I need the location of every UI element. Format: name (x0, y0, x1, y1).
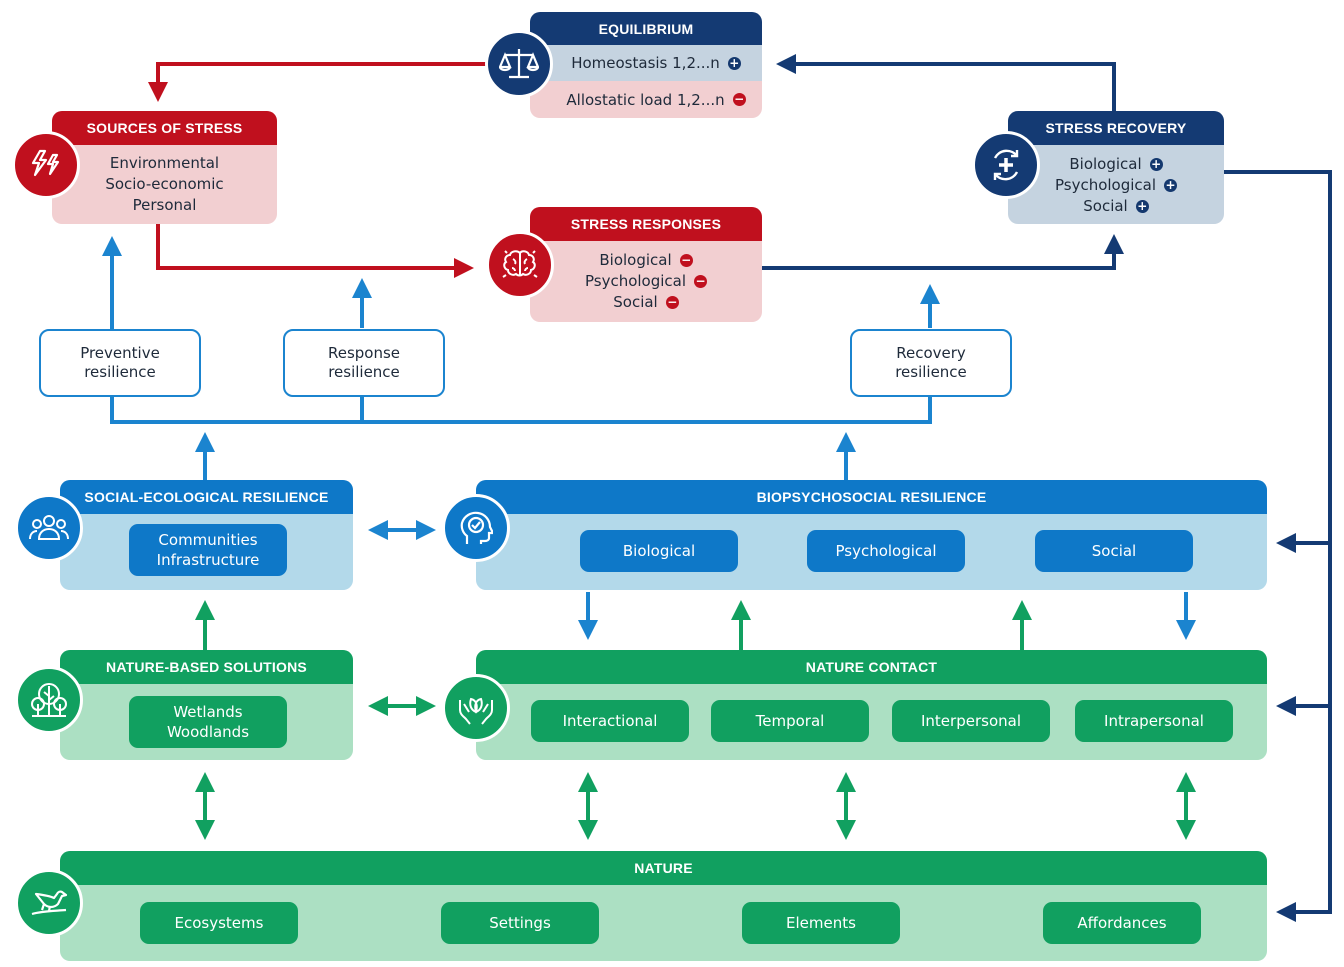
communities-infrastructure-pill: Communities Infrastructure (129, 524, 287, 576)
preventive-line: Preventive (80, 344, 160, 362)
bird-icon (15, 869, 83, 937)
plus-icon: + (1164, 178, 1178, 192)
wetlands-woodlands-pill: Wetlands Woodlands (129, 696, 287, 748)
equilibrium-title: EQUILIBRIUM (530, 12, 762, 45)
community-icon (15, 494, 83, 562)
preventive-line: resilience (84, 363, 156, 381)
wetlands-label: Wetlands (173, 703, 243, 721)
sources-title: SOURCES OF STRESS (52, 111, 277, 145)
nature-based-title: NATURE-BASED SOLUTIONS (60, 650, 353, 684)
lightning-icon (12, 131, 80, 199)
preventive-resilience-box: Preventive resilience (39, 329, 201, 397)
interactional-pill: Interactional (531, 700, 689, 742)
sources-of-stress-box: SOURCES OF STRESS Environmental Socio-ec… (52, 111, 277, 224)
minus-icon: − (694, 274, 708, 288)
nature-title: NATURE (60, 851, 1267, 885)
nature-contact-title: NATURE CONTACT (476, 650, 1267, 684)
brain-icon (486, 231, 554, 299)
response-item: Biological (599, 251, 672, 269)
ecosystems-pill: Ecosystems (140, 902, 298, 944)
source-item: Socio-economic (105, 175, 224, 193)
affordances-pill: Affordances (1043, 902, 1201, 944)
response-resilience-box: Response resilience (283, 329, 445, 397)
recovery-line: Recovery (896, 344, 966, 362)
recovery-line: resilience (895, 363, 967, 381)
trees-icon (15, 666, 83, 734)
minus-icon: − (679, 253, 693, 267)
interpersonal-pill: Interpersonal (892, 700, 1050, 742)
recovery-title: STRESS RECOVERY (1008, 111, 1224, 145)
psychological-pill: Psychological (807, 530, 965, 572)
homeostasis-row: Homeostasis 1,2...n + (530, 45, 762, 81)
source-item: Personal (132, 196, 197, 214)
stress-recovery-box: STRESS RECOVERY Biological + Psychologica… (1008, 111, 1224, 224)
head-check-icon (442, 494, 510, 562)
recovery-item: Psychological (1054, 176, 1157, 194)
temporal-pill: Temporal (711, 700, 869, 742)
response-line: Response (327, 344, 401, 362)
balance-scale-icon (485, 30, 553, 98)
infrastructure-label: Infrastructure (156, 551, 260, 569)
minus-icon: − (665, 295, 679, 309)
biopsychosocial-title: BIOPSYCHOSOCIAL RESILIENCE (476, 480, 1267, 514)
response-item: Psychological (584, 272, 687, 290)
recovery-item: Social (1083, 197, 1128, 215)
homeostasis-label: Homeostasis 1,2...n (571, 54, 720, 72)
hands-leaf-icon (442, 674, 510, 742)
minus-icon: − (732, 92, 746, 106)
settings-pill: Settings (441, 902, 599, 944)
elements-pill: Elements (742, 902, 900, 944)
plus-icon: + (1149, 157, 1163, 171)
intrapersonal-pill: Intrapersonal (1075, 700, 1233, 742)
biological-pill: Biological (580, 530, 738, 572)
recovery-item: Biological (1069, 155, 1142, 173)
social-ecological-title: SOCIAL-ECOLOGICAL RESILIENCE (60, 480, 353, 514)
allostatic-row: Allostatic load 1,2...n − (530, 81, 762, 118)
response-line: resilience (328, 363, 400, 381)
social-pill: Social (1035, 530, 1193, 572)
recovery-resilience-box: Recovery resilience (850, 329, 1012, 397)
allostatic-label: Allostatic load 1,2...n (566, 90, 725, 109)
stress-responses-box: STRESS RESPONSES Biological− Psychologic… (530, 207, 762, 322)
source-item: Environmental (109, 154, 220, 172)
responses-title: STRESS RESPONSES (530, 207, 762, 241)
recovery-cycle-icon (972, 131, 1040, 199)
response-item: Social (613, 293, 658, 311)
woodlands-label: Woodlands (166, 723, 250, 741)
communities-label: Communities (158, 531, 258, 549)
plus-icon: + (727, 55, 741, 70)
plus-icon: + (1135, 199, 1149, 213)
equilibrium-box: EQUILIBRIUM Homeostasis 1,2...n + Allost… (530, 12, 762, 118)
